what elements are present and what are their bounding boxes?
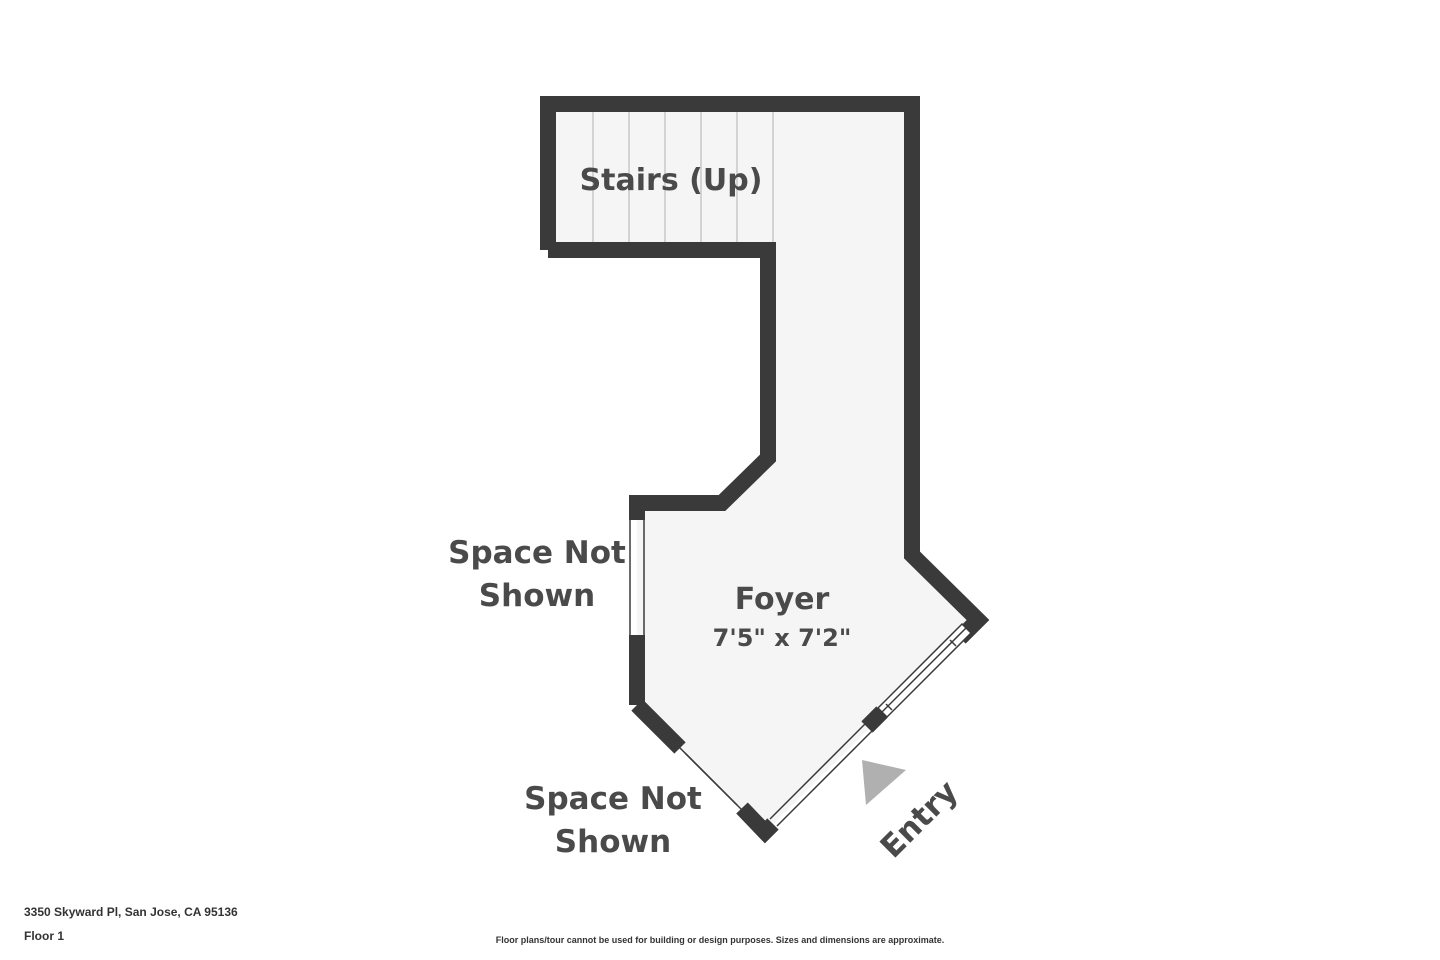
- entry-arrow-icon: [862, 760, 906, 805]
- disclaimer: Floor plans/tour cannot be used for buil…: [495, 935, 945, 945]
- wall-right-mid: [861, 706, 888, 733]
- foyer-dimensions: 7'5" x 7'2": [713, 624, 852, 652]
- window-bottom-left: [674, 742, 748, 816]
- property-address: 3350 Skyward Pl, San Jose, CA 95136: [24, 905, 238, 919]
- sliding-door: [876, 622, 973, 719]
- space-not-shown-bottom-line1: Space Not: [524, 781, 702, 817]
- walls: [540, 96, 990, 844]
- wall-bottom-corner: [736, 802, 779, 844]
- space-not-shown-bottom-line2: Shown: [555, 824, 671, 860]
- stairs-label: Stairs (Up): [580, 163, 763, 198]
- wall-stairs-bottom: [548, 242, 776, 520]
- entry-opening: [769, 723, 873, 827]
- wall-outer-top: [540, 96, 990, 644]
- space-not-shown-left-line2: Shown: [479, 578, 595, 614]
- window-left: [629, 520, 645, 635]
- foyer-label: Foyer: [735, 582, 830, 617]
- floor-label: Floor 1: [24, 929, 65, 943]
- entry-label: Entry: [874, 774, 966, 866]
- wall-bottom-left: [631, 699, 686, 754]
- stair-treads: [592, 108, 774, 244]
- space-not-shown-left-line1: Space Not: [448, 535, 626, 571]
